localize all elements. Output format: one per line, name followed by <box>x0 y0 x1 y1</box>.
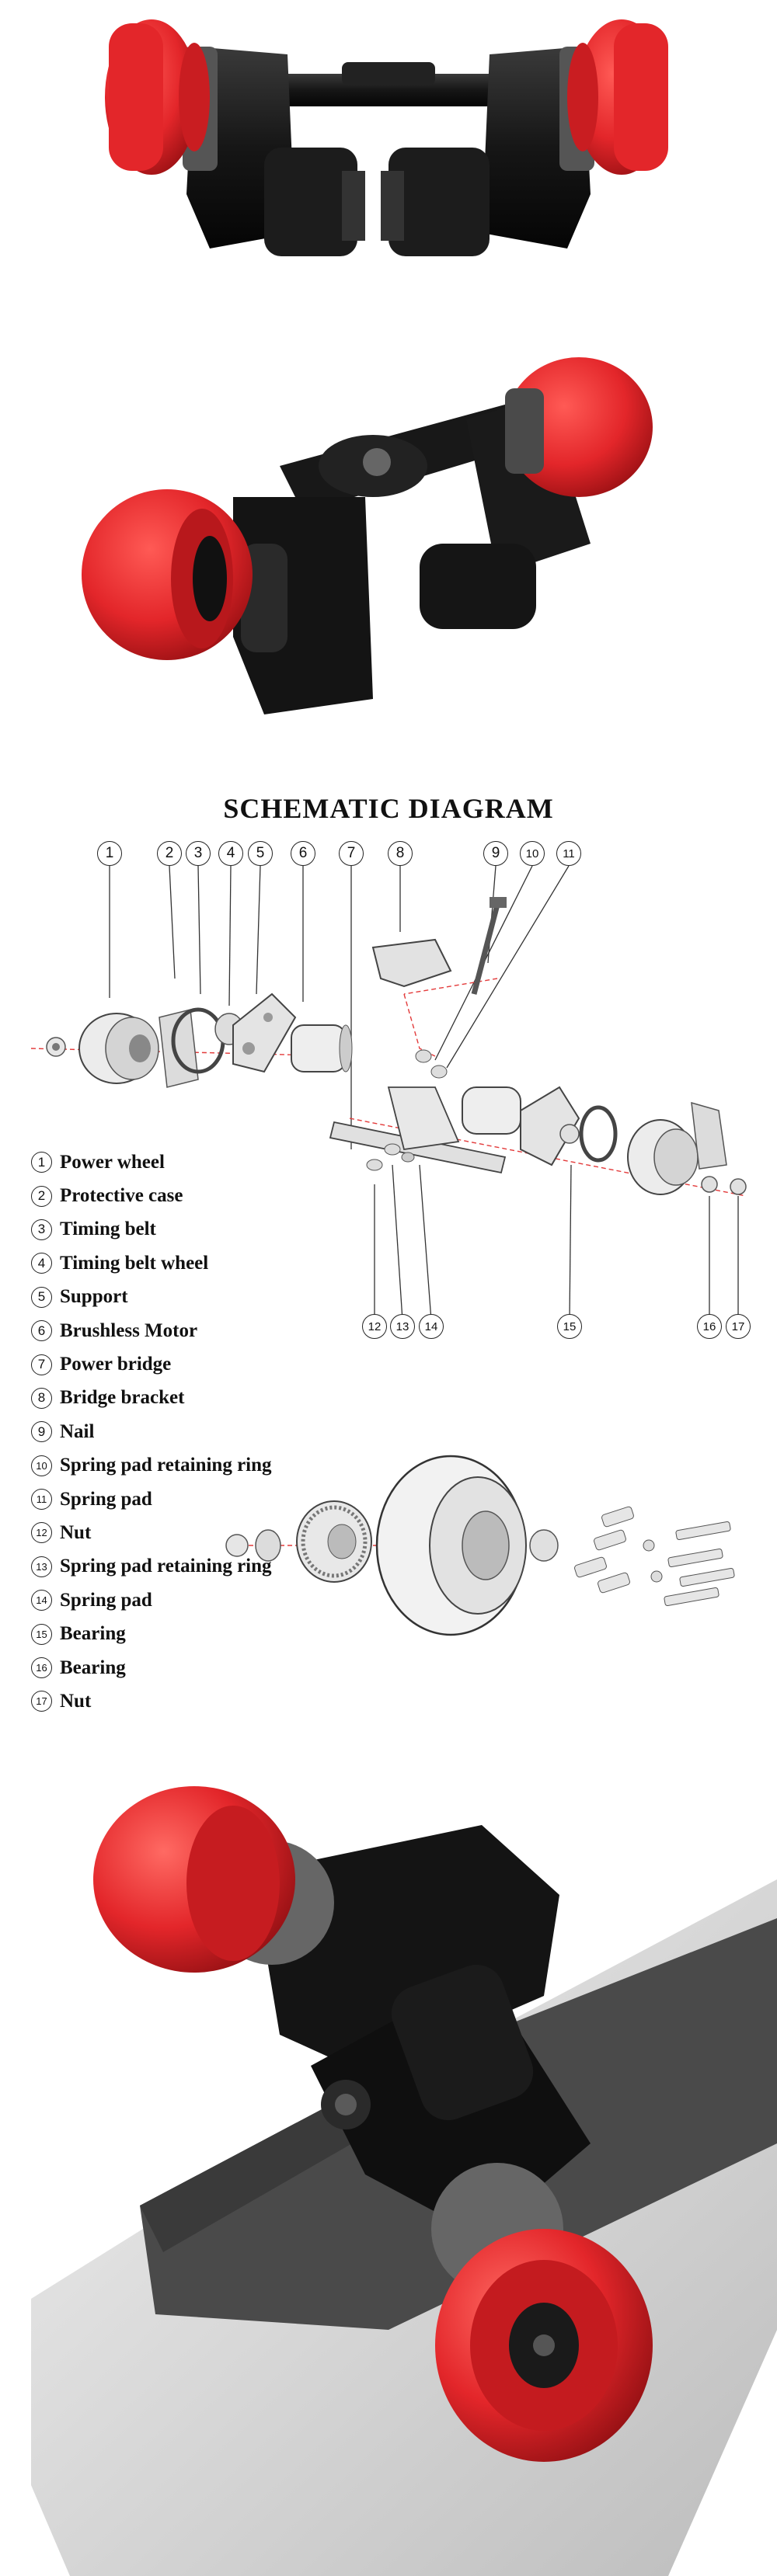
legend-number-1: 1 <box>31 1152 52 1173</box>
callout-12: 12 <box>362 1314 387 1339</box>
callout-1: 1 <box>97 841 122 866</box>
legend-item-12: 12 Nut <box>31 1516 373 1549</box>
callout-6: 6 <box>291 841 315 866</box>
legend-number-10: 10 <box>31 1455 52 1476</box>
legend-label-14: Spring pad <box>60 1589 152 1611</box>
callout-17: 17 <box>726 1314 751 1339</box>
product-photo-front <box>0 0 777 311</box>
callout-15: 15 <box>557 1314 582 1339</box>
legend-number-13: 13 <box>31 1556 52 1577</box>
legend-item-14: 14 Spring pad <box>31 1583 373 1617</box>
legend-item-8: 8 Bridge bracket <box>31 1382 373 1415</box>
schematic-section: SCHEMATIC DIAGRAM <box>0 761 777 1740</box>
legend-label-2: Protective case <box>60 1185 183 1207</box>
diagram-title: SCHEMATIC DIAGRAM <box>223 793 554 824</box>
callout-9: 9 <box>483 841 508 866</box>
callout-4: 4 <box>218 841 243 866</box>
callout-14: 14 <box>419 1314 444 1339</box>
legend-label-12: Nut <box>60 1521 92 1543</box>
legend-label-5: Support <box>60 1286 128 1308</box>
product-photo-mounted <box>0 1740 777 2576</box>
legend-label-1: Power wheel <box>60 1151 165 1173</box>
legend-item-2: 2 Protective case <box>31 1179 373 1212</box>
legend-number-5: 5 <box>31 1286 52 1308</box>
legend-number-17: 17 <box>31 1691 52 1712</box>
legend-label-8: Bridge bracket <box>60 1387 185 1409</box>
legend-number-12: 12 <box>31 1522 52 1544</box>
legend-label-6: Brushless Motor <box>60 1319 198 1341</box>
legend-label-3: Timing belt <box>60 1218 156 1240</box>
legend-item-3: 3 Timing belt <box>31 1213 373 1246</box>
legend-item-1: 1 Power wheel <box>31 1145 373 1179</box>
legend-number-6: 6 <box>31 1320 52 1342</box>
legend-number-2: 2 <box>31 1185 52 1207</box>
front-view-illustration <box>105 19 668 256</box>
legend-item-10: 10 Spring pad retaining ring <box>31 1449 373 1483</box>
legend-number-11: 11 <box>31 1489 52 1510</box>
legend-item-7: 7 Power bridge <box>31 1347 373 1381</box>
angled-view-illustration <box>82 357 653 714</box>
legend-item-4: 4 Timing belt wheel <box>31 1246 373 1280</box>
legend-item-5: 5 Support <box>31 1281 373 1314</box>
callout-11: 11 <box>556 841 581 866</box>
legend-item-16: 16 Bearing <box>31 1651 373 1684</box>
legend-item-15: 15 Bearing <box>31 1617 373 1650</box>
legend-item-6: 6 Brushless Motor <box>31 1314 373 1347</box>
legend-item-17: 17 Nut <box>31 1684 373 1718</box>
product-photo-angled <box>0 311 777 761</box>
exploded-view-illustration <box>30 865 747 1636</box>
legend-number-14: 14 <box>31 1590 52 1611</box>
legend-label-9: Nail <box>60 1420 95 1442</box>
legend-number-8: 8 <box>31 1387 52 1409</box>
legend-label-15: Bearing <box>60 1623 126 1645</box>
callout-13: 13 <box>390 1314 415 1339</box>
callout-5: 5 <box>248 841 273 866</box>
legend-item-9: 9 Nail <box>31 1415 373 1448</box>
legend-number-9: 9 <box>31 1421 52 1443</box>
legend-label-16: Bearing <box>60 1656 126 1678</box>
legend-label-10: Spring pad retaining ring <box>60 1455 272 1476</box>
legend-label-17: Nut <box>60 1690 92 1712</box>
legend-number-7: 7 <box>31 1354 52 1375</box>
callout-8: 8 <box>388 841 413 866</box>
legend-number-4: 4 <box>31 1253 52 1274</box>
callout-16: 16 <box>697 1314 722 1339</box>
callout-3: 3 <box>186 841 211 866</box>
callout-10: 10 <box>520 841 545 866</box>
legend-item-13: 13 Spring pad retaining ring <box>31 1550 373 1583</box>
mounted-view-illustration <box>31 1786 777 2576</box>
legend-label-4: Timing belt wheel <box>60 1252 209 1274</box>
callout-2: 2 <box>157 841 182 866</box>
legend-label-11: Spring pad <box>60 1488 152 1510</box>
callout-7: 7 <box>339 841 364 866</box>
legend-number-16: 16 <box>31 1657 52 1679</box>
legend-label-13: Spring pad retaining ring <box>60 1556 272 1577</box>
legend-number-3: 3 <box>31 1218 52 1240</box>
legend-label-7: Power bridge <box>60 1354 172 1375</box>
legend-item-11: 11 Spring pad <box>31 1483 373 1516</box>
legend-number-15: 15 <box>31 1623 52 1645</box>
